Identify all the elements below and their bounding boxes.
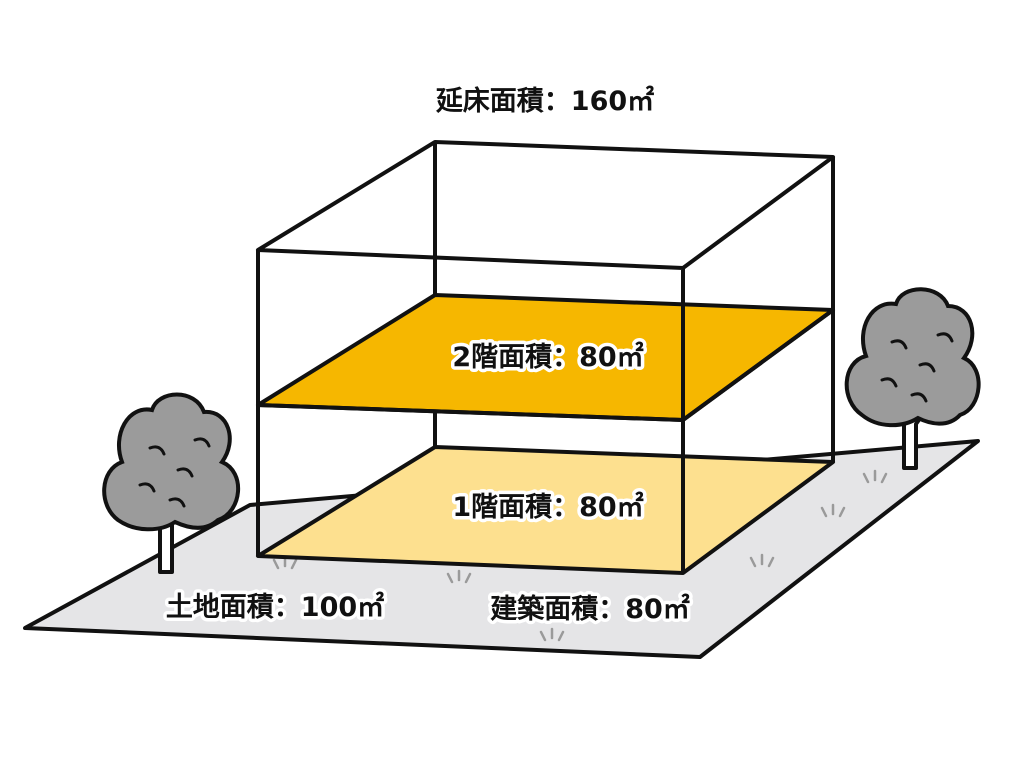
land-area-label: 土地面積：100㎡ xyxy=(166,591,384,623)
tree-left xyxy=(102,392,240,574)
building-area-label: 建築面積：80㎡ xyxy=(490,593,690,625)
tree-right xyxy=(844,287,981,470)
building-frame xyxy=(256,140,835,573)
first-floor-area-label: 1階面積：80㎡ xyxy=(452,491,643,523)
grass-tufts xyxy=(272,469,888,642)
second-floor-area-label: 2階面積：80㎡ xyxy=(452,341,643,373)
total-floor-area-label: 延床面積：160㎡ xyxy=(435,85,654,117)
